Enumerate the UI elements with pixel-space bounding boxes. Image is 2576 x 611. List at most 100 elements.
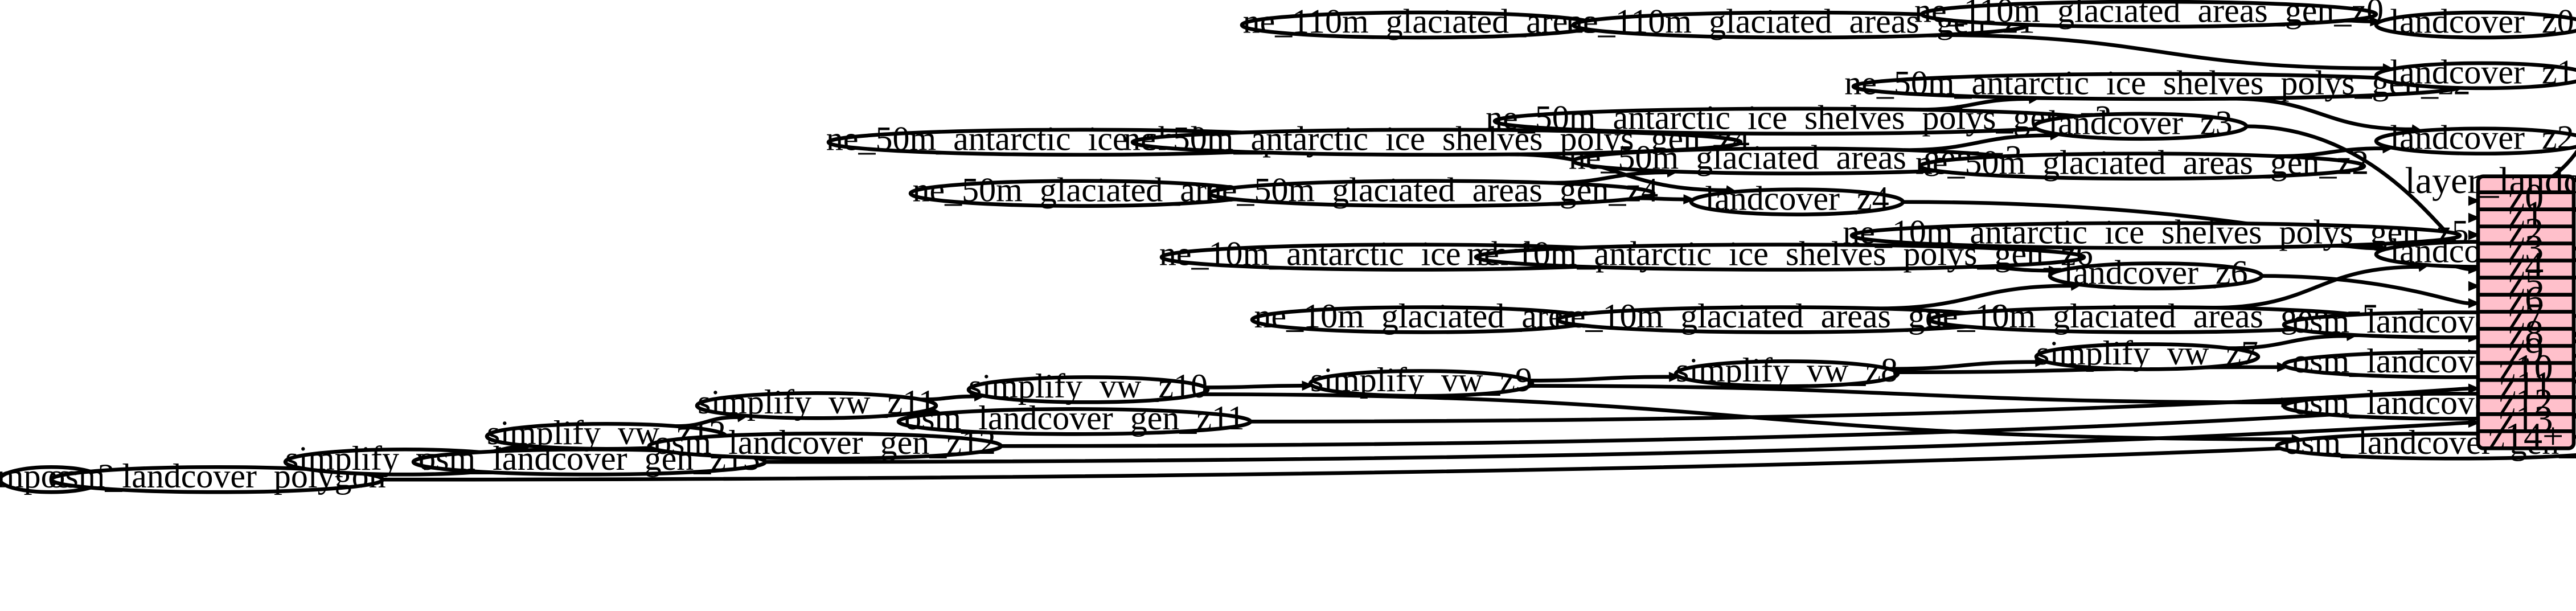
edge-simplify_vw_z8--simplify_vw_z7 <box>1889 356 2048 371</box>
edge-arrowhead <box>2468 229 2480 240</box>
node-label: ne_50m_glaciated_areas_gen_z2 <box>1915 144 2369 182</box>
edge-line <box>1205 383 1303 389</box>
node-ne_50m_antarctic_ice_shelves_polys_gen_z4[interactable]: ne_50m_antarctic_ice_shelves_polys_gen_z… <box>1123 120 1750 158</box>
node-label: landcover_z0 <box>2390 3 2574 40</box>
node-simplify_vw_z11[interactable]: simplify_vw_z11 <box>695 383 938 421</box>
node-ne_10m_glaciated_areas_gen_z5[interactable]: ne_10m_glaciated_areas_gen_z5 <box>1926 297 2379 335</box>
node-osm_landcover_gen_z12[interactable]: osm_landcover_gen_z12 <box>647 424 1003 461</box>
node-simplify_vw_z10[interactable]: simplify_vw_z10 <box>966 367 1210 405</box>
edge-line <box>1529 375 1670 383</box>
node-ellipse[interactable] <box>2374 61 2576 91</box>
node-ellipse[interactable] <box>1919 0 2378 29</box>
node-ellipse[interactable] <box>2374 10 2576 40</box>
node-simplify_vw_z9[interactable]: simplify_vw_z9 <box>1308 361 1535 399</box>
node-ellipse[interactable] <box>1918 151 2366 181</box>
node-ellipse[interactable] <box>1673 359 1900 388</box>
edge-line <box>765 421 2469 464</box>
edge-line <box>2229 334 2347 350</box>
node-ellipse[interactable] <box>695 391 938 420</box>
edge-arrowhead <box>2468 281 2480 292</box>
node-ellipse[interactable] <box>966 375 1210 404</box>
node-ellipse[interactable] <box>2374 126 2576 156</box>
node-ellipse[interactable] <box>1849 221 2462 250</box>
node-label: ne_50m_antarctic_ice_shelves_polys_gen_z… <box>1486 99 2112 137</box>
node-label: simplify_vw_z9 <box>1310 361 1532 399</box>
node-ellipse[interactable] <box>1308 369 1535 398</box>
node-ellipse[interactable] <box>49 465 385 494</box>
node-landcover_z0[interactable]: landcover_z0 <box>2374 3 2576 40</box>
node-ne_110m_glaciated_areas[interactable]: ne_110m_glaciated_areas <box>1240 3 1599 40</box>
node-label: landcover_z3 <box>2048 104 2232 142</box>
edge-simplify_vw_z9--simplify_vw_z8 <box>1529 372 1681 383</box>
node-label: landcover_z1 <box>2390 54 2574 91</box>
node-label: simplify_vw_z11 <box>698 383 936 421</box>
node-ne_50m_antarctic_ice_shelves_polys_gen_z3[interactable]: ne_50m_antarctic_ice_shelves_polys_gen_z… <box>1486 99 2112 137</box>
node-simplify_vw_z7[interactable]: simplify_vw_z7 <box>2034 334 2261 372</box>
node-ellipse[interactable] <box>2034 342 2261 371</box>
node-ellipse[interactable] <box>1689 187 1905 216</box>
edge-line <box>1889 360 2036 371</box>
node-label: landcover_z6 <box>2064 253 2247 291</box>
edge-osm_landcover_gen_z11--layer_landcover:z11 <box>1250 383 2480 424</box>
node-ellipse[interactable] <box>2032 112 2249 141</box>
node-ne_50m_antarctic_ice_shelves_polys_gen_z2[interactable]: ne_50m_antarctic_ice_shelves_polys_gen_z… <box>1844 64 2471 102</box>
node-label: ne_50m_glaciated_areas <box>912 171 1250 208</box>
node-landcover_z1[interactable]: landcover_z1 <box>2374 54 2576 91</box>
node-label: ne_50m_antarctic_ice_shelves_polys_gen_z… <box>1844 64 2471 102</box>
node-layer: imposm3osm_landcover_polygonsimplify_vw_… <box>0 0 2576 495</box>
node-label: simplify_vw_z7 <box>2036 334 2258 372</box>
node-ne_10m_glaciated_areas_gen_z6[interactable]: ne_10m_glaciated_areas_gen_z6 <box>1553 297 2007 335</box>
edge-arrowhead <box>2468 195 2480 206</box>
node-label: landcover_z2 <box>2390 119 2574 157</box>
node-landcover_z3[interactable]: landcover_z3 <box>2032 104 2249 142</box>
edge-arrowhead <box>1302 380 1314 391</box>
node-ellipse[interactable] <box>647 431 1003 461</box>
node-ellipse[interactable] <box>2048 261 2264 290</box>
node-simplify_vw_z8[interactable]: simplify_vw_z8 <box>1673 351 1900 389</box>
record-layer: layer_landcoverz0z1z2z3z4z5z6z7z8z9z10z1… <box>2405 160 2576 457</box>
node-ne_50m_glaciated_areas_gen_z2[interactable]: ne_50m_glaciated_areas_gen_z2 <box>1915 144 2369 182</box>
node-landcover_z6[interactable]: landcover_z6 <box>2048 253 2264 291</box>
edge-line <box>1530 384 2282 404</box>
edge-landcover_z6--layer_landcover:z6 <box>2261 274 2480 309</box>
node-ne_110m_glaciated_areas_gen_z0[interactable]: ne_110m_glaciated_areas_gen_z0 <box>1914 0 2384 30</box>
edge-line <box>1509 152 1727 192</box>
node-osm_landcover_gen_z11[interactable]: osm_landcover_gen_z11 <box>896 399 1253 437</box>
edge-line <box>2229 96 2413 132</box>
edge-simplify_vw_z10--simplify_vw_z9 <box>1205 380 1314 391</box>
record-layer-landcover: layer_landcoverz0z1z2z3z4z5z6z7z8z9z10z1… <box>2405 160 2576 457</box>
edge-arrowhead <box>2468 212 2480 223</box>
node-ne_10m_glaciated_areas[interactable]: ne_10m_glaciated_areas <box>1250 297 1596 335</box>
edge-arrowhead <box>2468 298 2480 309</box>
node-ellipse[interactable] <box>1130 128 1743 157</box>
node-ellipse[interactable] <box>896 407 1253 436</box>
node-ellipse[interactable] <box>1474 243 2086 272</box>
node-label: simplify_vw_z10 <box>969 367 1208 405</box>
node-ellipse[interactable] <box>1207 179 1656 208</box>
node-landcover_z2[interactable]: landcover_z2 <box>2374 119 2576 157</box>
node-ne_50m_glaciated_areas_gen_z4[interactable]: ne_50m_glaciated_areas_gen_z4 <box>1205 171 1658 208</box>
node-label: ne_10m_glaciated_areas_gen_z6 <box>1553 297 2007 335</box>
node-ne_10m_antarctic_ice_shelves_polys_gen_z5[interactable]: ne_10m_antarctic_ice_shelves_polys_gen_z… <box>1843 213 2469 251</box>
edge-line <box>1935 33 2384 71</box>
node-label: ne_50m_glaciated_areas_gen_z4 <box>1205 171 1658 208</box>
node-label: ne_10m_antarctic_ice_shelves_polys_gen_z… <box>1843 213 2469 251</box>
record-header-label: layer_landcover <box>2405 160 2576 202</box>
node-label: ne_110m_glaciated_areas <box>1243 3 1597 40</box>
node-label: osm_landcover_gen_z11 <box>904 399 1245 437</box>
node-label: landcover_z4 <box>1705 179 1889 217</box>
record-row-z14+[interactable]: z14+ <box>2488 415 2563 457</box>
edge-arrowhead <box>1683 194 1696 204</box>
node-ne_50m_glaciated_areas[interactable]: ne_50m_glaciated_areas <box>908 171 1254 208</box>
edge-simplify_vw_z9--osm_landcover_gen_z9 <box>1530 384 2294 408</box>
node-landcover_z4[interactable]: landcover_z4 <box>1689 179 1905 217</box>
edge-line <box>2213 265 2419 310</box>
edge-arrowhead <box>2468 383 2480 394</box>
edge-line <box>1876 284 2072 310</box>
node-label: ne_10m_glaciated_areas <box>1254 297 1591 335</box>
edge-osm_landcover_gen_z13--layer_landcover:z13 <box>765 417 2480 464</box>
edge-arrowhead <box>2468 417 2480 428</box>
node-label: simplify_vw_z8 <box>1676 351 1898 389</box>
